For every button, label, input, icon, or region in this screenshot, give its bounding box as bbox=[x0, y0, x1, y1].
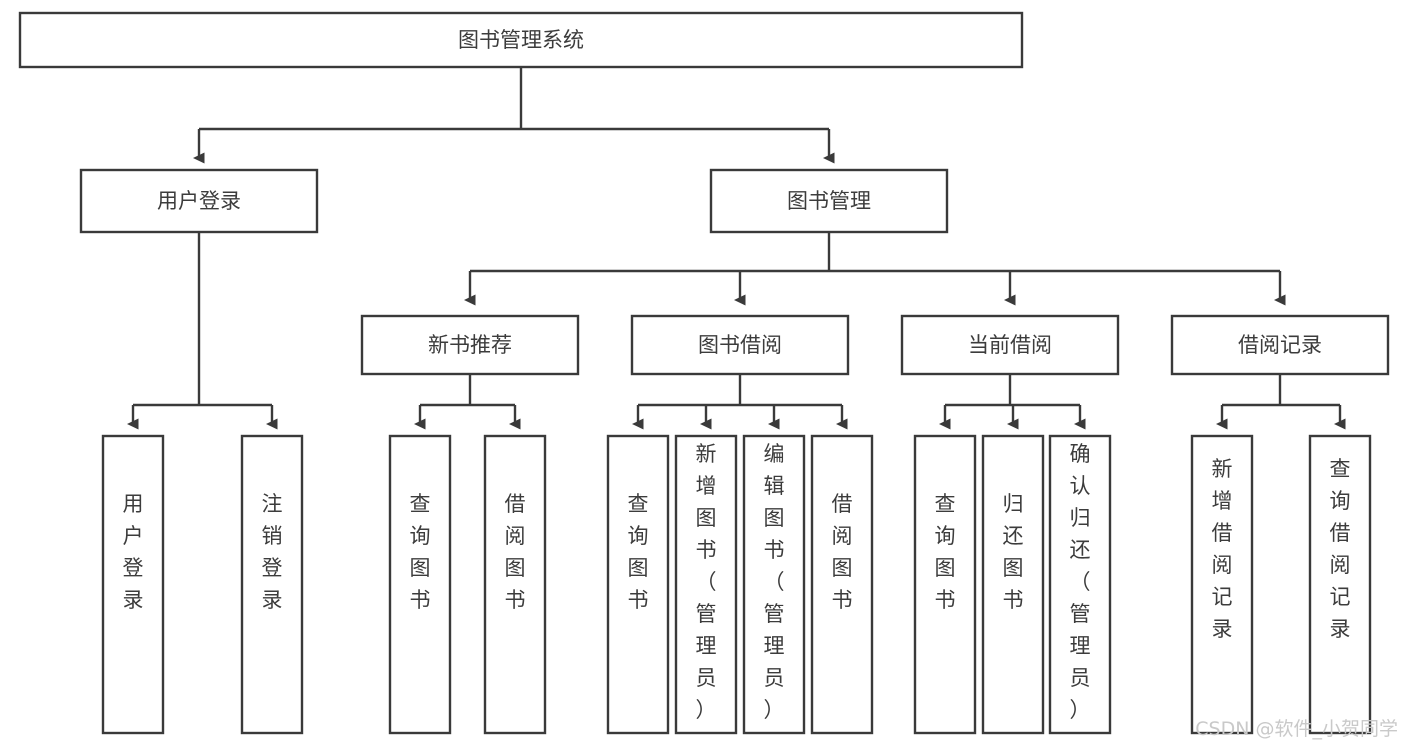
leaf-borrow-book-1-box[interactable] bbox=[483, 434, 547, 735]
leaf-return-book[interactable]: 归还图书 bbox=[981, 434, 1045, 735]
leaf-user-login-box[interactable] bbox=[101, 434, 165, 735]
leaf-borrow-book-2-box[interactable] bbox=[810, 434, 874, 735]
node-book-manage-label: 图书管理 bbox=[787, 189, 871, 213]
leaf-query-record-label: 查询借阅记录 bbox=[1330, 457, 1351, 641]
leaf-query-book-1-box[interactable] bbox=[388, 434, 452, 735]
leaf-add-book[interactable]: 新增图书（管理员） bbox=[674, 434, 738, 735]
leaf-borrow-book-1-label: 借阅图书 bbox=[505, 492, 526, 612]
node-borrow-record-box[interactable] bbox=[1170, 314, 1390, 376]
leaf-borrow-book-1[interactable]: 借阅图书 bbox=[483, 434, 547, 735]
node-book-borrow[interactable]: 图书借阅 bbox=[630, 314, 850, 376]
leaf-query-book-1[interactable]: 查询图书 bbox=[388, 434, 452, 735]
leaf-return-book-box[interactable] bbox=[981, 434, 1045, 735]
node-new-book-rec[interactable]: 新书推荐 bbox=[360, 314, 580, 376]
node-borrow-record-label: 借阅记录 bbox=[1238, 333, 1322, 357]
leaf-query-book-2-label: 查询图书 bbox=[628, 492, 649, 612]
node-new-book-rec-label: 新书推荐 bbox=[428, 333, 512, 357]
leaf-query-book-3-box[interactable] bbox=[913, 434, 977, 735]
node-root[interactable]: 图书管理系统 bbox=[18, 11, 1024, 69]
leaf-add-book-label: 新增图书（管理员） bbox=[696, 442, 717, 722]
leaf-add-record[interactable]: 新增借阅记录 bbox=[1190, 434, 1254, 735]
leaf-query-book-3[interactable]: 查询图书 bbox=[913, 434, 977, 735]
leaf-add-book-box[interactable] bbox=[674, 434, 738, 735]
node-user-login[interactable]: 用户登录 bbox=[79, 168, 319, 234]
leaf-query-record[interactable]: 查询借阅记录 bbox=[1308, 434, 1372, 735]
leaf-return-book-label: 归还图书 bbox=[1003, 492, 1024, 612]
leaf-edit-book-box[interactable] bbox=[742, 434, 806, 735]
leaf-logout[interactable]: 注销登录 bbox=[240, 434, 304, 735]
leaf-query-book-2-box[interactable] bbox=[606, 434, 670, 735]
node-book-manage-box[interactable] bbox=[709, 168, 949, 234]
node-book-manage[interactable]: 图书管理 bbox=[709, 168, 949, 234]
leaf-query-book-3-label: 查询图书 bbox=[935, 492, 956, 612]
node-root-box[interactable] bbox=[18, 11, 1024, 69]
node-current-borrow-box[interactable] bbox=[900, 314, 1120, 376]
leaf-user-login-label: 用户登录 bbox=[123, 492, 144, 612]
node-new-book-rec-box[interactable] bbox=[360, 314, 580, 376]
leaf-query-record-box[interactable] bbox=[1308, 434, 1372, 735]
node-current-borrow[interactable]: 当前借阅 bbox=[900, 314, 1120, 376]
leaf-confirm-return[interactable]: 确认归还（管理员） bbox=[1048, 434, 1112, 735]
leaf-confirm-return-box[interactable] bbox=[1048, 434, 1112, 735]
leaf-edit-book-label: 编辑图书（管理员） bbox=[764, 442, 785, 722]
connector-layer bbox=[127, 67, 1346, 430]
node-book-borrow-box[interactable] bbox=[630, 314, 850, 376]
node-current-borrow-label: 当前借阅 bbox=[968, 333, 1052, 357]
leaf-borrow-book-2-label: 借阅图书 bbox=[832, 492, 853, 612]
node-borrow-record[interactable]: 借阅记录 bbox=[1170, 314, 1390, 376]
leaf-query-book-2[interactable]: 查询图书 bbox=[606, 434, 670, 735]
watermark: CSDN @软件_小贺同学 bbox=[1195, 718, 1398, 740]
leaf-borrow-book-2[interactable]: 借阅图书 bbox=[810, 434, 874, 735]
leaf-add-record-label: 新增借阅记录 bbox=[1212, 457, 1233, 641]
leaf-query-book-1-label: 查询图书 bbox=[410, 492, 431, 612]
leaf-add-record-box[interactable] bbox=[1190, 434, 1254, 735]
leaf-edit-book[interactable]: 编辑图书（管理员） bbox=[742, 434, 806, 735]
leaf-logout-label: 注销登录 bbox=[262, 492, 283, 612]
leaf-logout-box[interactable] bbox=[240, 434, 304, 735]
node-user-login-box[interactable] bbox=[79, 168, 319, 234]
node-user-login-label: 用户登录 bbox=[157, 189, 241, 213]
leaf-confirm-return-label: 确认归还（管理员） bbox=[1070, 442, 1091, 722]
node-root-label: 图书管理系统 bbox=[458, 28, 584, 52]
node-book-borrow-label: 图书借阅 bbox=[698, 333, 782, 357]
leaf-user-login[interactable]: 用户登录 bbox=[101, 434, 165, 735]
